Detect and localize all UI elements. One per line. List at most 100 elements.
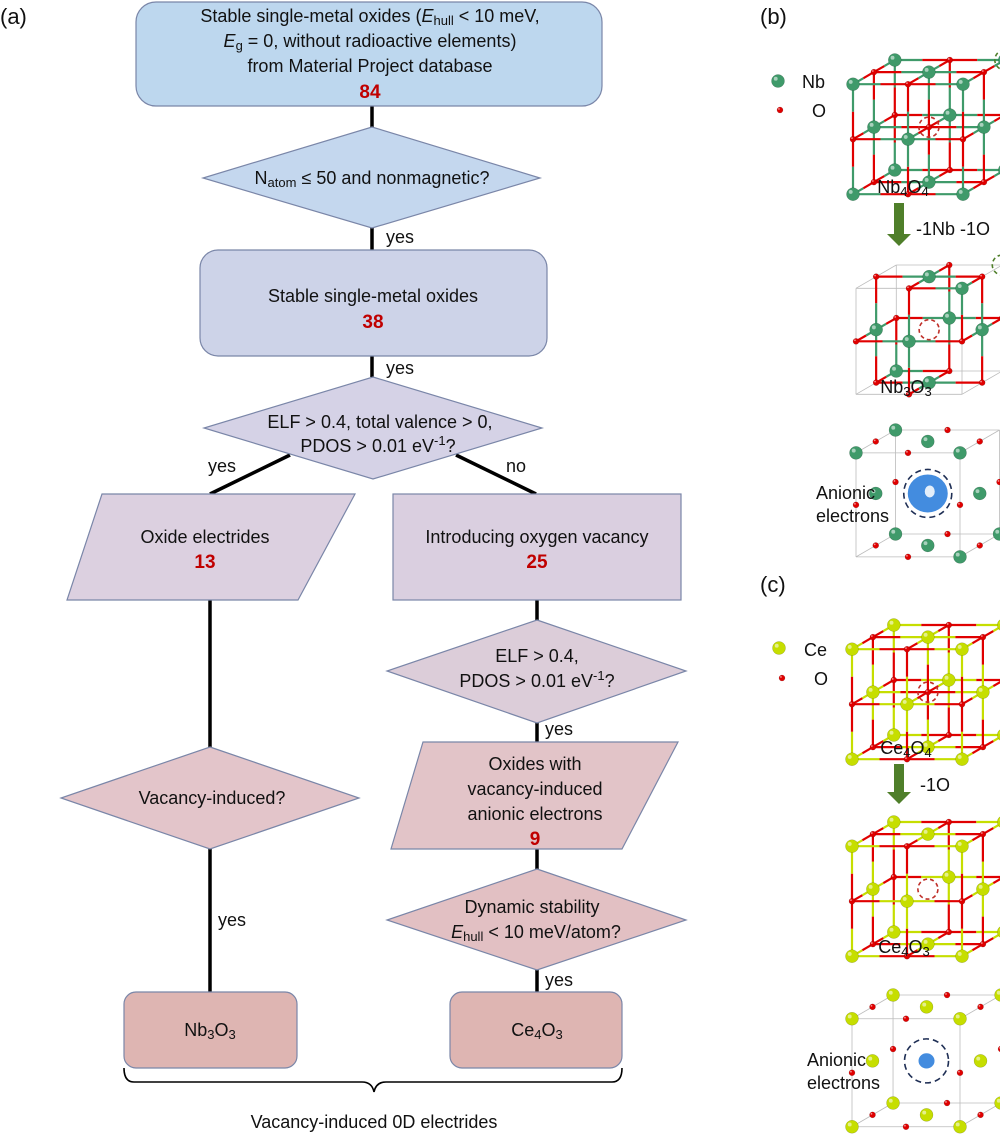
atom-highlight xyxy=(977,325,982,330)
oxygen-atom xyxy=(925,123,933,131)
metal-atom xyxy=(997,619,1000,631)
atom-highlight xyxy=(980,635,983,637)
metal-atom xyxy=(866,685,880,699)
atom-highlight xyxy=(946,623,949,625)
atom-highlight xyxy=(868,1056,873,1061)
atom-highlight xyxy=(978,1112,981,1115)
oxygen-atom xyxy=(872,438,880,445)
decision-natom: Natom ≤ 50 and nonmagnetic? xyxy=(200,126,543,229)
svg-text:Ce4O3: Ce4O3 xyxy=(511,1020,563,1042)
panel-label-b: (b) xyxy=(760,4,787,29)
crystal-lattice xyxy=(846,50,1000,201)
atom-highlight xyxy=(889,620,894,625)
metal-atom xyxy=(976,685,990,699)
nb3o3-label: Nb3O3 xyxy=(880,377,932,399)
metal-atom xyxy=(771,74,785,88)
arrow-label-b: -1Nb -1O xyxy=(916,219,990,239)
metal-atom xyxy=(955,281,969,296)
atom-highlight xyxy=(891,1047,893,1049)
oxygen-atom xyxy=(979,830,987,838)
anionic-label-c: Anionic xyxy=(807,1050,866,1070)
atom-highlight xyxy=(957,841,962,846)
metal-atom xyxy=(994,988,1000,1002)
atom-highlight xyxy=(957,951,962,956)
atom-highlight xyxy=(869,122,874,127)
atom-highlight xyxy=(870,1112,873,1115)
decision-vacancy-induced: Vacancy-induced? xyxy=(59,746,361,850)
metal-atom xyxy=(888,423,903,437)
yes-label: yes xyxy=(545,970,573,990)
metal-atom xyxy=(867,120,881,134)
atom-highlight xyxy=(946,733,949,735)
anionic-region-marker xyxy=(902,468,953,519)
metal-atom xyxy=(886,988,900,1002)
atom-highlight xyxy=(995,529,1000,534)
metal-atom xyxy=(887,618,901,632)
atom-highlight xyxy=(870,635,873,637)
metal-atom xyxy=(888,163,902,177)
anionic-label-b: Anionic xyxy=(816,483,875,503)
metal-atom xyxy=(943,108,957,122)
oxygen-atom xyxy=(872,542,880,549)
atom-highlight xyxy=(924,177,929,182)
atom-highlight xyxy=(892,113,895,115)
svg-text:PDOS > 0.01 eV-1?: PDOS > 0.01 eV-1? xyxy=(459,668,614,692)
oxygen-atom xyxy=(979,633,987,641)
yes-label: yes xyxy=(208,456,236,476)
oxygen-atom xyxy=(976,542,984,549)
svg-text:Stable single-metal oxides (Eh: Stable single-metal oxides (Ehull < 10 m… xyxy=(200,6,539,28)
brace xyxy=(123,1067,623,1093)
oxygen-atom xyxy=(945,731,953,739)
oxygen-atom xyxy=(978,273,986,280)
atom-highlight xyxy=(778,108,780,110)
atom-highlight xyxy=(944,872,949,877)
oxygen-atom xyxy=(869,940,877,948)
down-arrow-head xyxy=(887,792,911,804)
down-arrow-shaft xyxy=(894,203,904,234)
oxygen-atom xyxy=(902,1015,910,1023)
atom-highlight xyxy=(924,67,929,72)
metal-atom xyxy=(955,839,969,853)
atom-highlight xyxy=(905,954,907,957)
metal-atom xyxy=(955,752,969,766)
metal-atom xyxy=(973,1054,988,1068)
atom-highlight xyxy=(891,678,894,680)
atom-highlight xyxy=(891,425,896,430)
oxygen-atom xyxy=(904,553,912,561)
metal-atom xyxy=(772,641,786,655)
oxygen-atom xyxy=(892,478,899,486)
metal-atom xyxy=(953,1012,967,1026)
anionic-electron-density xyxy=(918,1053,935,1069)
metal-atom xyxy=(956,187,970,201)
atom-highlight xyxy=(923,742,928,747)
atom-highlight xyxy=(890,165,895,170)
oxygen-atom xyxy=(870,178,878,186)
oxygen-atom xyxy=(869,830,877,838)
oxygen-atom xyxy=(778,674,786,682)
atom-highlight xyxy=(874,380,876,383)
metal-atom xyxy=(976,882,990,896)
atom-highlight xyxy=(960,702,962,705)
atom-highlight xyxy=(980,380,982,383)
metal-atom xyxy=(997,926,1000,938)
atom-highlight xyxy=(906,82,908,85)
oxygen-atom xyxy=(776,106,784,114)
svg-text:ELF > 0.4, total valence > 0,: ELF > 0.4, total valence > 0, xyxy=(267,412,492,432)
atom-highlight xyxy=(905,757,907,760)
metal-atom xyxy=(921,630,935,644)
decision-elf-valence: ELF > 0.4, total valence > 0, PDOS > 0.0… xyxy=(201,376,545,480)
atom-highlight xyxy=(980,274,982,277)
svg-text:Stable single-metal oxides: Stable single-metal oxides xyxy=(268,286,478,306)
atom-highlight xyxy=(870,1004,873,1007)
atom-highlight xyxy=(890,55,895,60)
metal-atom xyxy=(922,65,936,79)
bond xyxy=(992,680,1000,688)
anionic-region-marker xyxy=(903,1038,950,1084)
atom-highlight xyxy=(976,1056,981,1061)
oxygen-atom xyxy=(945,621,953,629)
oxygen-atom xyxy=(978,379,986,386)
yes-label: yes xyxy=(386,358,414,378)
atom-highlight xyxy=(945,993,947,995)
atom-highlight xyxy=(773,76,778,81)
